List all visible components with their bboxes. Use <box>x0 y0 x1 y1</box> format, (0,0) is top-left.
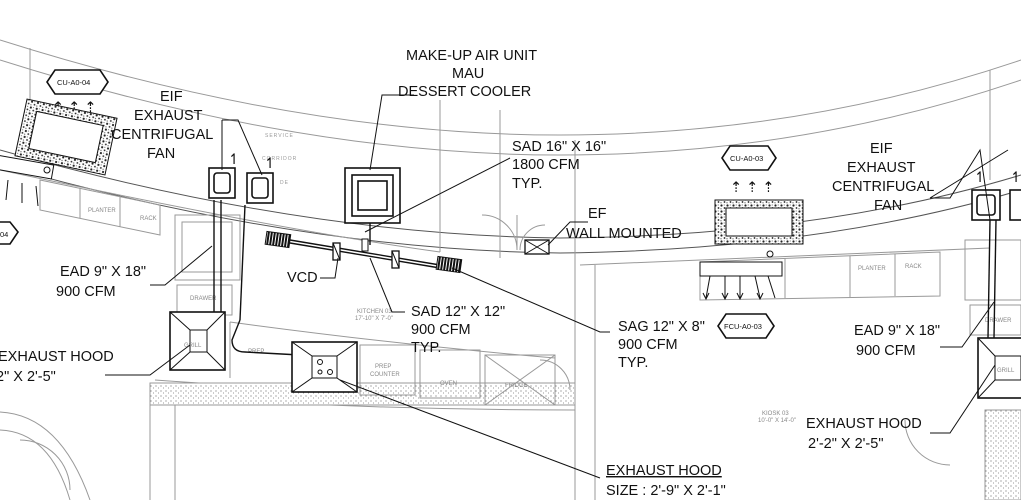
leader-lines <box>105 94 1009 479</box>
hood-bottom-label-1: EXHAUST HOOD <box>606 463 722 479</box>
cu-left-tag: CU-A0-04 <box>57 78 90 87</box>
fcu-group[interactable]: FCU-A0-03 <box>699 250 783 339</box>
ead-left-label-2: 900 CFM <box>56 284 116 300</box>
annotations: MAKE-UP AIR UNIT MAU DESSERT COOLER EIF … <box>0 48 940 499</box>
fridge-label: FRIDGE <box>505 383 528 389</box>
service-corridor-label-2: CORRIDOR <box>262 156 297 162</box>
hood-left-label-1: EXHAUST HOOD <box>0 349 114 365</box>
mau-label-3: DESSERT COOLER <box>398 84 531 100</box>
drawer-right-label: DRAWER <box>985 318 1012 324</box>
sag-label-3: TYP. <box>618 355 648 371</box>
grill-left-label: GRILL <box>184 343 202 349</box>
exhaust-hood-left[interactable]: GRILL <box>169 311 226 371</box>
rack-left-label: RACK <box>140 216 157 222</box>
eif-fan-left[interactable]: ↿ ↿ <box>208 152 276 204</box>
supply-diffuser-right[interactable] <box>435 255 463 274</box>
ef-label-2: WALL MOUNTED <box>566 226 682 242</box>
airflow-arrows-icon: ⇡ ⇡ ⇡ <box>730 180 775 196</box>
sad16-label-3: TYP. <box>512 176 542 192</box>
discharge-arrow-icon: ↿ <box>228 152 240 168</box>
kiosk-size: 10'-0" X 14'-0" <box>758 418 796 424</box>
sad12-label-3: TYP. <box>411 340 441 356</box>
hood-right-label-1: EXHAUST HOOD <box>806 416 922 432</box>
service-corridor-label-1: SERVICE <box>265 133 294 139</box>
sag-label-1: SAG 12" X 8" <box>618 319 705 335</box>
eif-right-label-4: FAN <box>874 198 902 214</box>
eif-right-label-1: EIF <box>870 141 893 157</box>
architecture: PLANTER RACK DRAWER PREP COUNTER OVEN FR… <box>0 39 1021 500</box>
sad16-label-2: 1800 CFM <box>512 157 580 173</box>
discharge-arrow-icon: ↿ <box>1010 170 1021 186</box>
cu-left-group[interactable]: CU-A0-04 ⇡ ⇡ ⇡ <box>14 69 118 176</box>
planter-left-label: PLANTER <box>88 208 116 214</box>
prep-counter-label-2: COUNTER <box>370 372 400 378</box>
ef-wall-fan[interactable] <box>524 239 550 255</box>
eif-left-label-4: FAN <box>147 146 175 162</box>
eif-left-label-1: EIF <box>160 89 183 105</box>
edge-tag: 04 <box>0 230 8 239</box>
eif-left-label-3: CENTRIFUGAL <box>111 127 213 143</box>
ead-right-label-2: 900 CFM <box>856 343 916 359</box>
hood-bottom-label-2: SIZE : 2'-9" X 2'-1" <box>606 483 726 499</box>
exhaust-hood-right[interactable]: GRILL <box>977 337 1021 399</box>
rack-right-label: RACK <box>905 264 922 270</box>
mau-unit[interactable] <box>344 167 401 224</box>
kitchen-size: 17'-10" X 7'-0" <box>355 316 393 322</box>
hood-right-label-2: 2'-2" X 2'-5" <box>808 436 883 452</box>
sad12-label-2: 900 CFM <box>411 322 471 338</box>
sad16-label-1: SAD 16" X 16" <box>512 139 606 155</box>
cu-mid-group[interactable]: CU-A0-03 ⇡ ⇡ ⇡ <box>714 145 804 245</box>
vcd-label: VCD <box>287 270 318 286</box>
kiosk-name: KIOSK 03 <box>762 411 789 417</box>
mau-label-1: MAKE-UP AIR UNIT <box>406 48 537 64</box>
oven-label: OVEN <box>440 381 457 387</box>
kitchen-name: KITCHEN 03 <box>357 309 392 315</box>
eif-right-label-3: CENTRIFUGAL <box>832 179 934 195</box>
fcu-tag: FCU-A0-03 <box>724 322 762 331</box>
vcd-dampers[interactable] <box>332 238 400 269</box>
ead-right-label-1: EAD 9" X 18" <box>854 323 940 339</box>
ef-label-1: EF <box>588 206 607 222</box>
service-corridor-label-3: DE <box>280 180 289 186</box>
supply-diffuser-left[interactable] <box>264 230 292 249</box>
hood-left-label-2: 2" X 2'-5" <box>0 369 56 385</box>
drawer-left-label: DRAWER <box>190 296 217 302</box>
cu-mid-tag: CU-A0-03 <box>730 154 763 163</box>
mau-label-2: MAU <box>452 66 484 82</box>
discharge-arrow-icon: ↿ <box>264 156 276 172</box>
eif-right-label-2: EXHAUST <box>847 160 916 176</box>
grill-right-label: GRILL <box>997 368 1015 374</box>
prep-counter-label-1: PREP <box>375 364 391 370</box>
eif-fan-right[interactable]: ↿ ↿ <box>971 170 1021 221</box>
ead-left-label-1: EAD 9" X 18" <box>60 264 146 280</box>
sag-label-2: 900 CFM <box>618 337 678 353</box>
sad12-label-1: SAD 12" X 12" <box>411 304 505 320</box>
exhaust-hood-bottom[interactable] <box>291 341 358 393</box>
eif-left-label-2: EXHAUST <box>134 108 203 124</box>
ductwork <box>213 200 997 357</box>
left-linear-diffuser[interactable]: 04 <box>0 154 55 245</box>
planter-right-label: PLANTER <box>858 266 886 272</box>
